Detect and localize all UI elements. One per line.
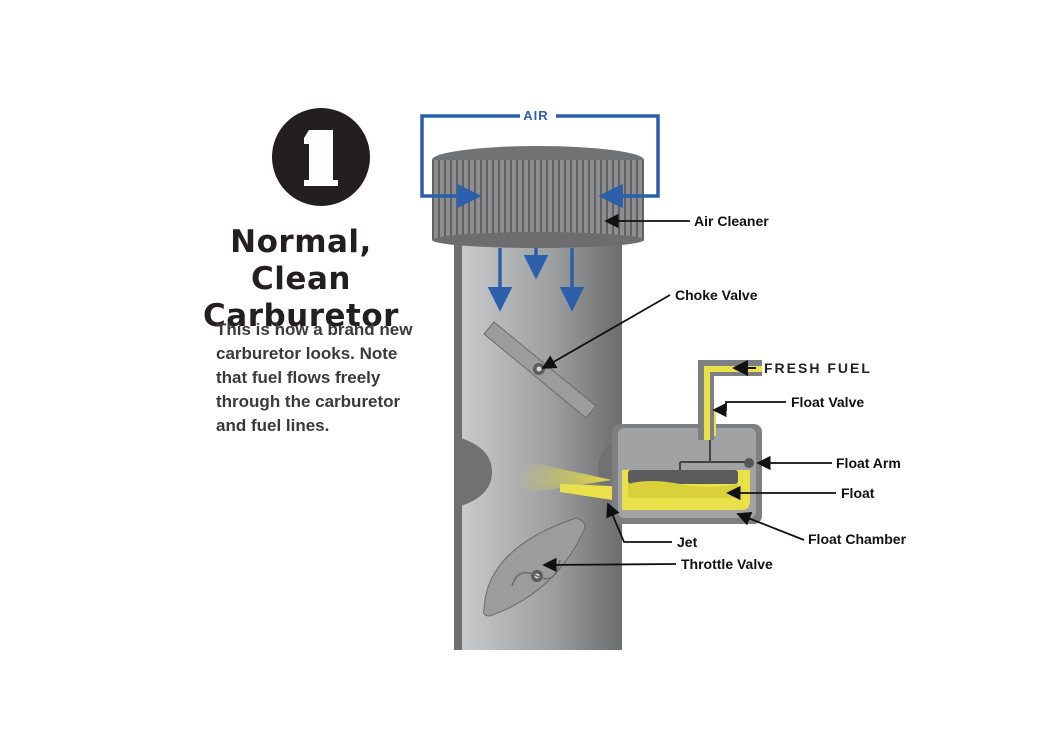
label-float-chamber: Float Chamber <box>808 531 907 547</box>
description-text: This is how a brand new carburetor looks… <box>216 320 413 435</box>
jet-spray <box>515 460 612 500</box>
float-shape <box>628 470 738 484</box>
label-jet: Jet <box>677 534 698 550</box>
step-number-badge <box>272 108 370 206</box>
leader-lines <box>541 213 836 573</box>
float-arm-pivot <box>744 458 754 468</box>
throttle-valve-plate <box>483 517 586 617</box>
float-chamber-housing <box>612 410 762 524</box>
label-float: Float <box>841 485 875 501</box>
label-air-cleaner: Air Cleaner <box>694 213 769 229</box>
page-title-line1: Normal, Clean <box>230 224 372 297</box>
fresh-fuel-label: FRESH FUEL <box>764 360 872 376</box>
air-flow-arrows <box>420 114 660 312</box>
label-choke-valve: Choke Valve <box>675 287 758 303</box>
air-label: AIR <box>523 108 548 123</box>
label-throttle-valve: Throttle Valve <box>681 556 773 572</box>
fuel-line <box>698 360 762 440</box>
numeral-one-glyph <box>304 130 338 186</box>
label-float-valve: Float Valve <box>791 394 864 410</box>
page-title-line2: Carburetor <box>203 298 399 334</box>
page-title: Normal, Clean Carburetor <box>186 224 416 335</box>
label-float-arm: Float Arm <box>836 455 901 471</box>
